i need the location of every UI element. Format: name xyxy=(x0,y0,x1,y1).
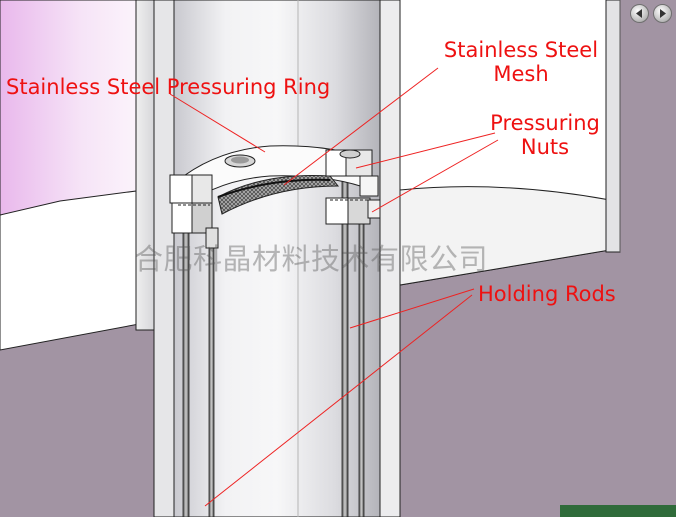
leader-rod-1 xyxy=(349,288,475,329)
leader-ring xyxy=(169,93,266,153)
label-stainless-mesh: Stainless Steel Mesh xyxy=(426,38,616,86)
lower-left-wall xyxy=(0,322,150,517)
label-mesh-line2: Mesh xyxy=(493,62,549,86)
label-pressuring-ring: Stainless Steel Pressuring Ring xyxy=(6,75,331,99)
leader-lines xyxy=(169,67,499,507)
label-nuts-line2: Nuts xyxy=(520,135,570,159)
pressuring-nut-right xyxy=(325,149,381,225)
circle-arrow-right-icon[interactable] xyxy=(653,4,672,23)
label-pressuring-nuts: Pressuring Nuts xyxy=(480,111,610,159)
pressuring-nut-left xyxy=(169,174,219,249)
leader-nut-1 xyxy=(355,132,496,169)
label-nuts-line1: Pressuring xyxy=(490,111,600,135)
stainless-mesh xyxy=(217,175,340,215)
outer-cylinder xyxy=(0,0,137,216)
circle-arrow-left-icon[interactable] xyxy=(630,4,649,23)
watermark-text: 合肥科晶材料技术有限公司 xyxy=(134,242,489,276)
label-holding-rods: Holding Rods xyxy=(478,282,616,306)
holding-rod-left-inner xyxy=(208,239,215,517)
holding-rod-right xyxy=(341,179,349,517)
label-mesh-line1: Stainless Steel xyxy=(443,38,599,62)
leader-rod-2 xyxy=(204,294,473,507)
leader-nut-2 xyxy=(371,139,499,213)
leader-mesh xyxy=(283,67,439,186)
